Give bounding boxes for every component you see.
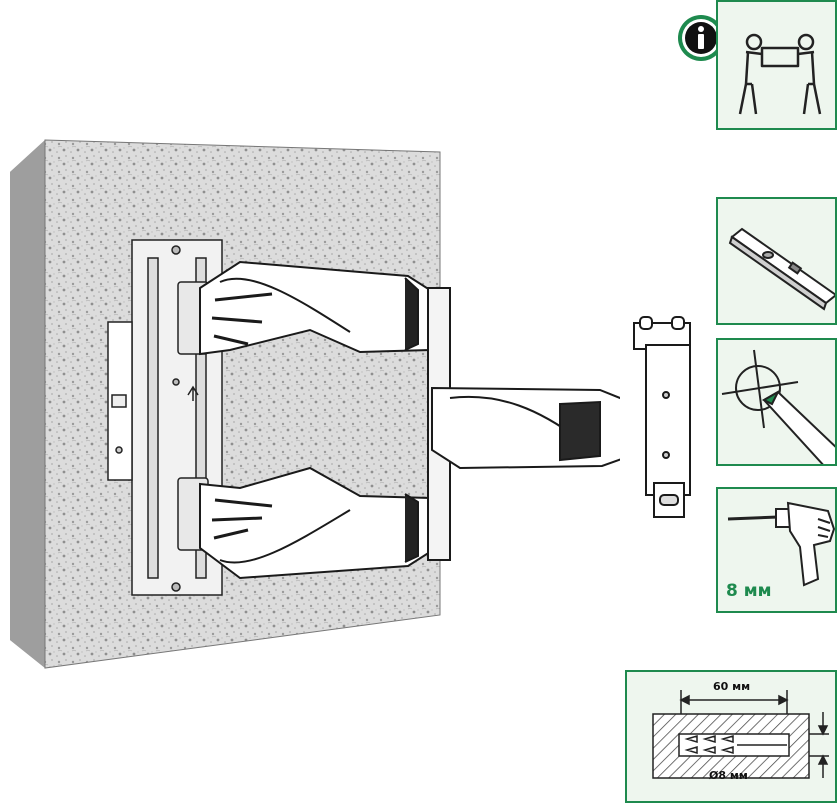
tv-bracket-plate — [633, 316, 691, 518]
drill-icon — [727, 501, 835, 587]
middle-arm — [431, 386, 620, 470]
two-person-carry-panel — [716, 0, 837, 130]
hole-depth-label: 60 мм — [713, 680, 751, 693]
pencil-mark-icon — [721, 349, 835, 464]
wall-mount-illustration — [10, 139, 620, 669]
spirit-level-icon — [728, 227, 835, 311]
hole-diameter-label: Ø8 мм — [709, 769, 748, 782]
spirit-level-on-plate — [107, 321, 133, 481]
hole-depth-panel: 60 мм Ø8 мм — [625, 670, 837, 803]
hole-section-diagram — [652, 690, 829, 779]
drill-size-label: 8 мм — [726, 581, 772, 601]
drill-panel: 8 мм — [716, 487, 837, 613]
pencil-mark-panel — [716, 338, 837, 466]
wall-block — [10, 139, 441, 669]
lower-arm — [199, 466, 431, 580]
upper-arm — [199, 260, 431, 356]
two-person-carry-icon — [738, 33, 822, 115]
spirit-level-panel — [716, 197, 837, 325]
